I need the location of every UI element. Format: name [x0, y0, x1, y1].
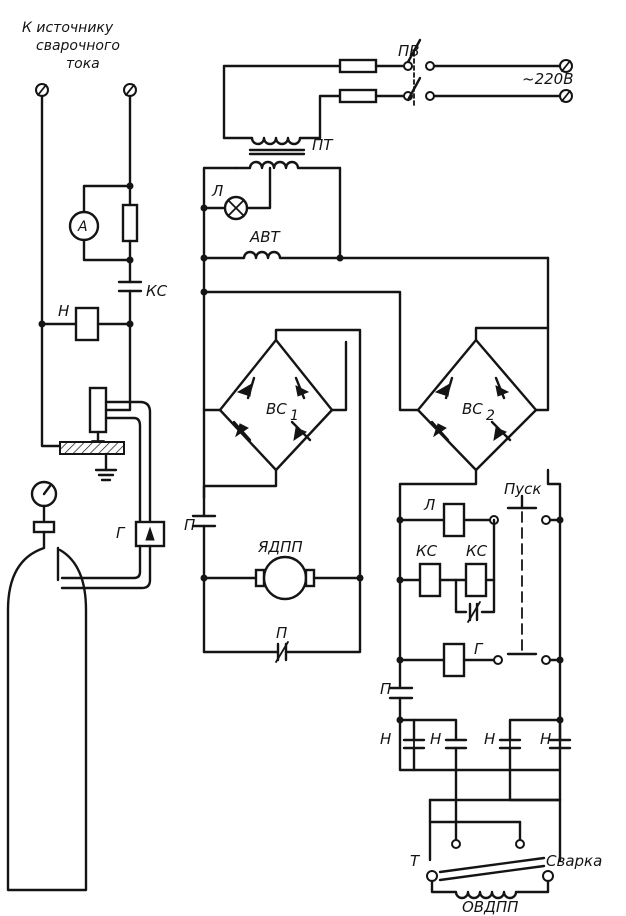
source-label-line1: К источнику — [22, 20, 114, 36]
cylinder-valve — [32, 520, 56, 534]
bc2-subscript: 2 — [486, 408, 495, 424]
ks-relay-1-label: КС — [416, 542, 438, 560]
control-circuit: ВС 2 Л Пуск КС КС — [380, 326, 602, 916]
fuse-bottom — [338, 88, 378, 104]
l-relay-coil — [442, 502, 466, 538]
transformer-pt-primary — [222, 136, 322, 146]
g-relay-coil — [442, 642, 466, 678]
ammeter-label: А — [77, 219, 88, 235]
bc1-label: ВС — [266, 400, 287, 418]
transformer-pt-secondary — [234, 160, 342, 170]
gas-cylinder — [6, 530, 88, 892]
n-contact-3-label: Н — [484, 730, 495, 748]
ks-relay-1 — [418, 562, 442, 598]
pt-label: ПТ — [312, 136, 334, 154]
n-contact-2-label: Н — [430, 730, 441, 748]
bc1-subscript: 1 — [290, 408, 299, 424]
weld-label: Сварка — [546, 852, 602, 870]
mains-input: ПВ ~220В ПТ — [222, 38, 574, 170]
n-relay-coil — [74, 306, 100, 342]
source-label-line2: сварочного — [36, 38, 120, 54]
fuse-top — [338, 58, 378, 74]
supply-label: ~220В — [522, 70, 574, 88]
workpiece — [59, 441, 125, 455]
n-contact-1-label: Н — [380, 730, 391, 748]
winding-ovdpp — [430, 879, 550, 900]
l-relay-label: Л — [423, 496, 435, 514]
lamp-label: Л — [211, 182, 223, 200]
ks-contact-top-label: КС — [146, 282, 168, 300]
p-contact-bottom-label: П — [276, 624, 287, 642]
switch-pv — [406, 38, 422, 64]
p-contact-left-label: П — [184, 516, 195, 534]
mode-switch — [438, 856, 546, 874]
t-label: Т — [410, 852, 421, 870]
n-relay-label: Н — [58, 302, 69, 320]
welding-source-circuit: К источнику сварочного тока А КС Н — [6, 20, 168, 892]
motor-yadpp-icon — [262, 555, 308, 601]
ovdpp-label: ОВДПП — [462, 898, 518, 916]
bc2-label: ВС — [462, 400, 483, 418]
p-contact-right-label: П — [380, 680, 391, 698]
avt-label: АВТ — [249, 228, 282, 246]
autotransformer-avt — [202, 250, 550, 260]
start-button-label: Пуск — [504, 480, 541, 498]
power-circuit: Л АВТ ВС 1 П — [184, 166, 550, 663]
motor-label: ЯДПП — [257, 538, 303, 556]
welding-torch-icon — [88, 386, 108, 434]
ks-relay-2 — [464, 562, 488, 598]
shunt-resistor — [121, 203, 139, 243]
g-relay-label: Г — [474, 640, 484, 658]
ks-relay-2-label: КС — [466, 542, 488, 560]
gas-valve-label: Г — [116, 524, 126, 542]
source-label-line3: тока — [66, 56, 100, 72]
n-contact-4-label: Н — [540, 730, 551, 748]
